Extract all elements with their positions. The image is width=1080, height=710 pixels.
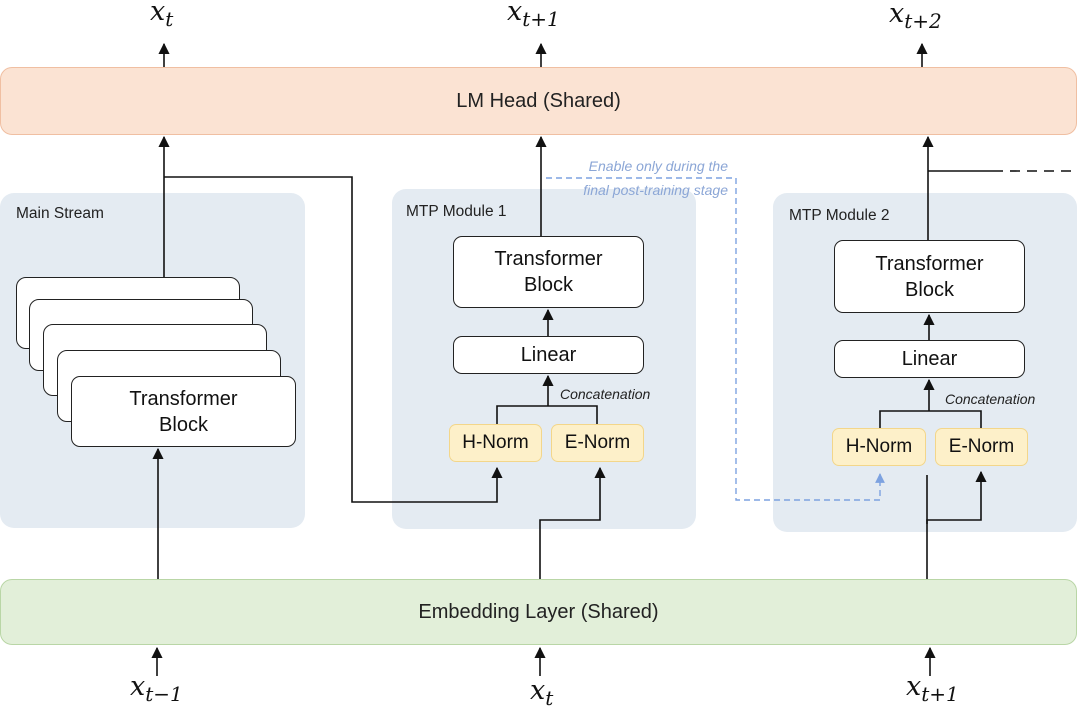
bottom-token-xt1: xt+1 — [906, 671, 959, 706]
mtp2-title: MTP Module 2 — [789, 207, 890, 224]
mtp1-title: MTP Module 1 — [406, 203, 507, 220]
lm-head-label: LM Head (Shared) — [456, 89, 621, 112]
top-token-xt: xt — [150, 0, 173, 31]
concat-bracket-1 — [496, 405, 598, 424]
arrow-embed-to-enorm1 — [539, 466, 606, 579]
mtp2-transformer-block: Transformer Block — [834, 240, 1025, 313]
token-sub: t+2 — [904, 9, 942, 33]
main-stream-title: Main Stream — [16, 205, 104, 222]
token-base: x — [507, 0, 523, 27]
mtp2-concat-label: Concatenation — [945, 391, 1036, 407]
mtp1-h-norm-label: H-Norm — [462, 432, 529, 453]
token-sub: t+1 — [921, 682, 959, 706]
embedding-layer-shared: Embedding Layer (Shared) — [0, 579, 1077, 645]
token-base: x — [130, 671, 146, 702]
mtp2-linear-label: Linear — [901, 348, 958, 370]
token-base: x — [150, 0, 166, 27]
bottom-token-xt: xt — [530, 675, 553, 710]
main-transformer-block-label: Transformer Block — [129, 387, 238, 436]
arrow-main-to-hnorm1 — [164, 176, 503, 503]
token-base: x — [906, 671, 922, 702]
mtp1-linear-label: Linear — [520, 344, 577, 366]
mtp2-e-norm-label: E-Norm — [948, 436, 1015, 457]
mtp1-h-norm: H-Norm — [449, 424, 542, 462]
token-sub: t — [165, 7, 174, 31]
mtp1-linear: Linear — [453, 336, 644, 374]
token-sub: t — [545, 686, 554, 710]
mtp2-e-norm: E-Norm — [935, 428, 1028, 466]
mtp2-transformer-block-label: Transformer Block — [875, 252, 984, 301]
bottom-token-xt-1: xt−1 — [130, 671, 183, 706]
note-line-1: Enable only during the — [588, 158, 728, 174]
lm-head-shared: LM Head (Shared) — [0, 67, 1077, 135]
mtp1-e-norm-label: E-Norm — [564, 432, 631, 453]
main-transformer-block: Transformer Block — [71, 376, 296, 447]
mtp1-e-norm: E-Norm — [551, 424, 644, 462]
mtp2-h-norm: H-Norm — [832, 428, 926, 466]
mtp2-h-norm-label: H-Norm — [845, 436, 913, 457]
dashed-link-to-hnorm2 — [546, 177, 885, 501]
post-training-note: Enable only during the final post-traini… — [540, 154, 728, 202]
top-token-xt2: xt+2 — [889, 0, 942, 33]
embedding-label: Embedding Layer (Shared) — [418, 600, 659, 623]
mtp1-concat-label: Concatenation — [560, 386, 651, 402]
mtp2-linear: Linear — [834, 340, 1025, 378]
top-token-xt1: xt+1 — [507, 0, 560, 31]
arrow-embed-to-enorm2 — [926, 470, 987, 524]
token-base: x — [889, 0, 905, 29]
note-line-2: final post-training stage — [583, 182, 728, 198]
mtp1-transformer-block: Transformer Block — [453, 236, 644, 308]
mtp1-transformer-block-label: Transformer Block — [494, 248, 603, 296]
concat-bracket-2 — [879, 410, 982, 428]
token-sub: t−1 — [145, 682, 183, 706]
token-sub: t+1 — [522, 7, 560, 31]
token-base: x — [530, 675, 546, 706]
